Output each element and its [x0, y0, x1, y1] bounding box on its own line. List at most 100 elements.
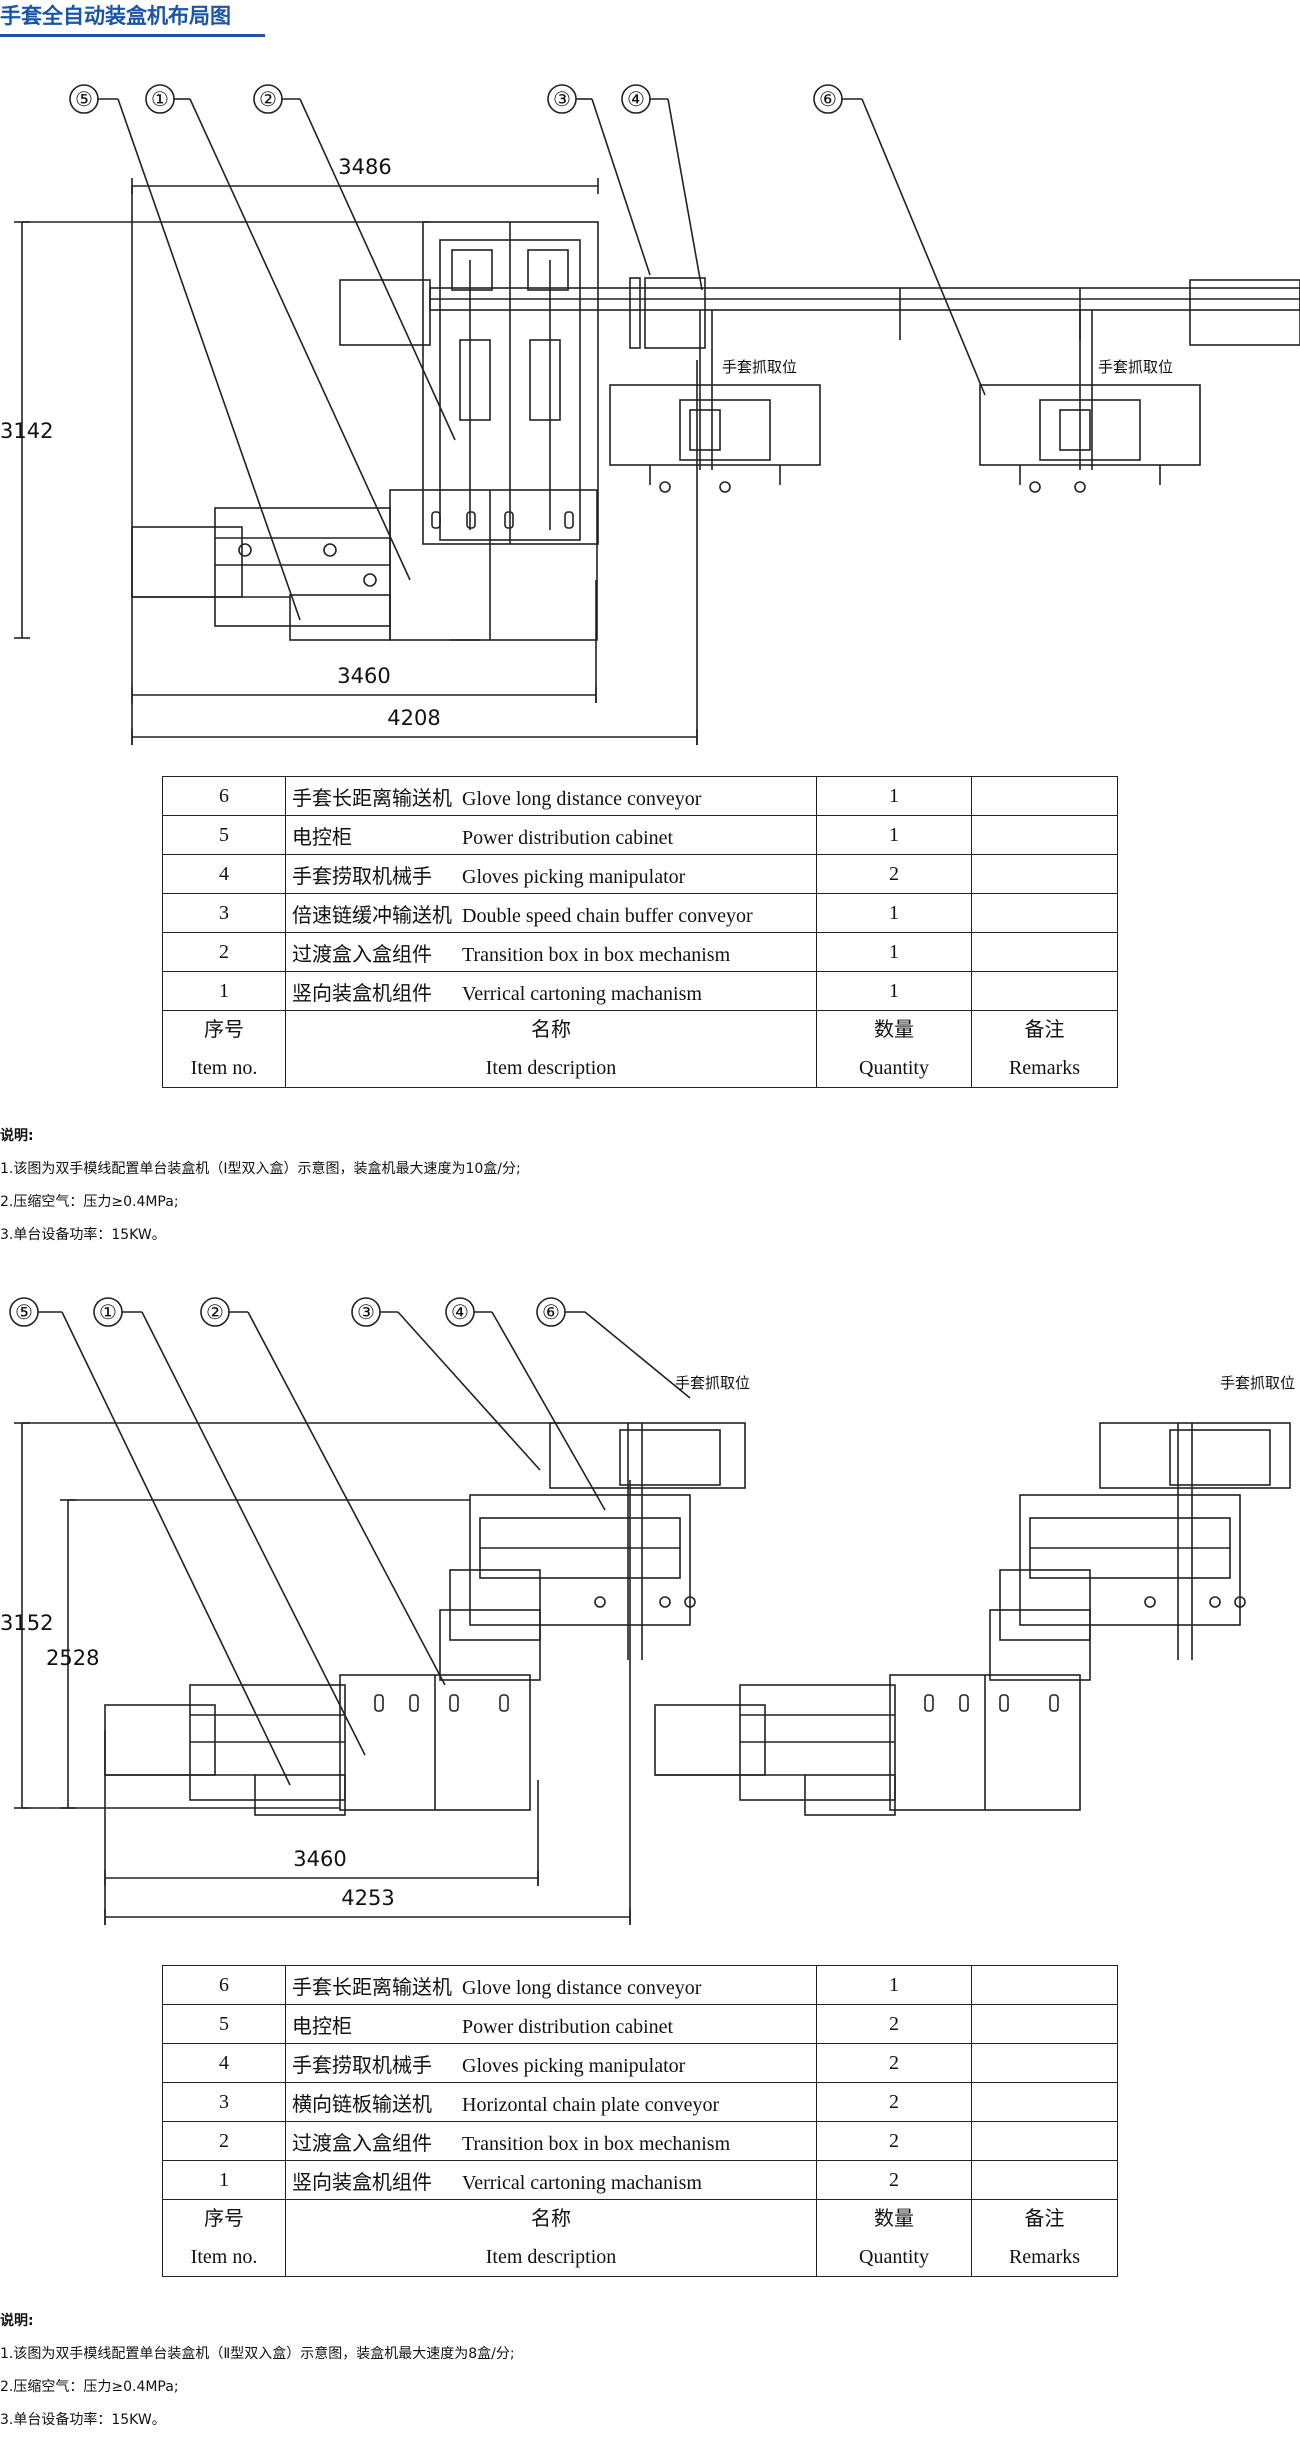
note-line: 3.单台设备功率：15KW。 [0, 2412, 166, 2428]
table-row: 6 手套长距离输送机 Glove long distance conveyor 1 [162, 1965, 1118, 2005]
item-remarks [971, 2082, 1118, 2122]
dim-height: 3152 [0, 1611, 53, 1635]
item-name-cn: 过渡盒入盒组件 [292, 2132, 432, 2155]
item-description: 竖向装盒机组件 Verrical cartoning machanism [285, 2160, 817, 2200]
item-name-cn: 手套捞取机械手 [292, 865, 432, 888]
item-name-en: Horizontal chain plate conveyor [462, 2093, 720, 2116]
item-quantity: 1 [816, 815, 972, 855]
item-quantity: 2 [816, 2121, 972, 2161]
callout-1: ① [99, 1300, 117, 1324]
callout-4: ④ [627, 87, 645, 111]
callout-6: ⑥ [542, 1300, 560, 1324]
table-row: 6 手套长距离输送机 Glove long distance conveyor 1 [162, 776, 1118, 816]
item-remarks [971, 854, 1118, 894]
item-quantity: 2 [816, 2082, 972, 2122]
item-description: 竖向装盒机组件 Verrical cartoning machanism [285, 971, 817, 1011]
dim-height: 3142 [0, 419, 53, 443]
item-name-cn: 电控柜 [292, 826, 352, 849]
pick-label-1: 手套抓取位 [675, 1374, 750, 1392]
item-no: 5 [162, 815, 286, 855]
callout-5: ⑤ [15, 1300, 33, 1324]
item-name-en: Transition box in box mechanism [462, 2132, 731, 2155]
item-no: 6 [162, 776, 286, 816]
item-no: 6 [162, 1965, 286, 2005]
item-name-cn: 竖向装盒机组件 [292, 982, 432, 1005]
pick-label-1: 手套抓取位 [722, 358, 797, 376]
item-name-en: Glove long distance conveyor [462, 787, 702, 810]
item-no: 5 [162, 2004, 286, 2044]
dim-outer-width: 4208 [387, 706, 440, 730]
item-name-cn: 过渡盒入盒组件 [292, 943, 432, 966]
item-name-en: Verrical cartoning machanism [462, 2171, 702, 2194]
item-name-en: Glove long distance conveyor [462, 1976, 702, 1999]
item-remarks [971, 2121, 1118, 2161]
item-quantity: 1 [816, 776, 972, 816]
item-name-en: Verrical cartoning machanism [462, 982, 702, 1005]
notes-1: 说明: 1.该图为双手模线配置单台装盒机（Ⅰ型双入盒）示意图，装盒机最大速度为1… [0, 1120, 521, 1252]
notes-heading: 说明: [0, 2313, 34, 2329]
callout-6: ⑥ [819, 87, 837, 111]
callout-2: ② [259, 87, 277, 111]
item-name-en: Double speed chain buffer conveyor [462, 904, 753, 927]
item-no: 2 [162, 2121, 286, 2161]
item-remarks [971, 2160, 1118, 2200]
item-name-en: Transition box in box mechanism [462, 943, 731, 966]
item-name-cn: 手套长距离输送机 [292, 1976, 452, 1999]
item-no: 1 [162, 2160, 286, 2200]
dim-top-width: 3486 [338, 155, 391, 179]
callout-labels-1: ⑤ ① ② ③ ④ ⑥ [75, 87, 837, 111]
callout-2: ② [206, 1300, 224, 1324]
callout-1: ① [151, 87, 169, 111]
item-remarks [971, 893, 1118, 933]
table-row: 5 电控柜 Power distribution cabinet 1 [162, 815, 1118, 855]
item-quantity: 1 [816, 971, 972, 1011]
callout-3: ③ [553, 87, 571, 111]
item-quantity: 1 [816, 893, 972, 933]
item-description: 电控柜 Power distribution cabinet [285, 815, 817, 855]
dim-inner-width: 3460 [337, 664, 390, 688]
item-name-cn: 竖向装盒机组件 [292, 2171, 432, 2194]
dim-outer-width: 4253 [341, 1886, 394, 1910]
item-no: 4 [162, 854, 286, 894]
dim-inner-width: 3460 [293, 1847, 346, 1871]
item-name-cn: 手套捞取机械手 [292, 2054, 432, 2077]
notes-2: 说明: 1.该图为双手模线配置单台装盒机（Ⅱ型双入盒）示意图，装盒机最大速度为8… [0, 2305, 515, 2437]
item-description: 过渡盒入盒组件 Transition box in box mechanism [285, 932, 817, 972]
callout-5: ⑤ [75, 87, 93, 111]
item-name-cn: 电控柜 [292, 2015, 352, 2038]
callout-4: ④ [451, 1300, 469, 1324]
item-no: 3 [162, 2082, 286, 2122]
page-title: 手套全自动装盒机布局图 [0, 4, 231, 28]
item-description: 手套捞取机械手 Gloves picking manipulator [285, 854, 817, 894]
item-remarks [971, 932, 1118, 972]
item-name-cn: 手套长距离输送机 [292, 787, 452, 810]
note-line: 1.该图为双手模线配置单台装盒机（Ⅰ型双入盒）示意图，装盒机最大速度为10盒/分… [0, 1161, 521, 1177]
item-description: 手套长距离输送机 Glove long distance conveyor [285, 1965, 817, 2005]
item-quantity: 1 [816, 1965, 972, 2005]
item-name-en: Gloves picking manipulator [462, 865, 686, 888]
item-name-en: Power distribution cabinet [462, 826, 674, 849]
item-remarks [971, 2043, 1118, 2083]
dim-inner-height: 2528 [46, 1646, 99, 1670]
item-remarks [971, 2004, 1118, 2044]
